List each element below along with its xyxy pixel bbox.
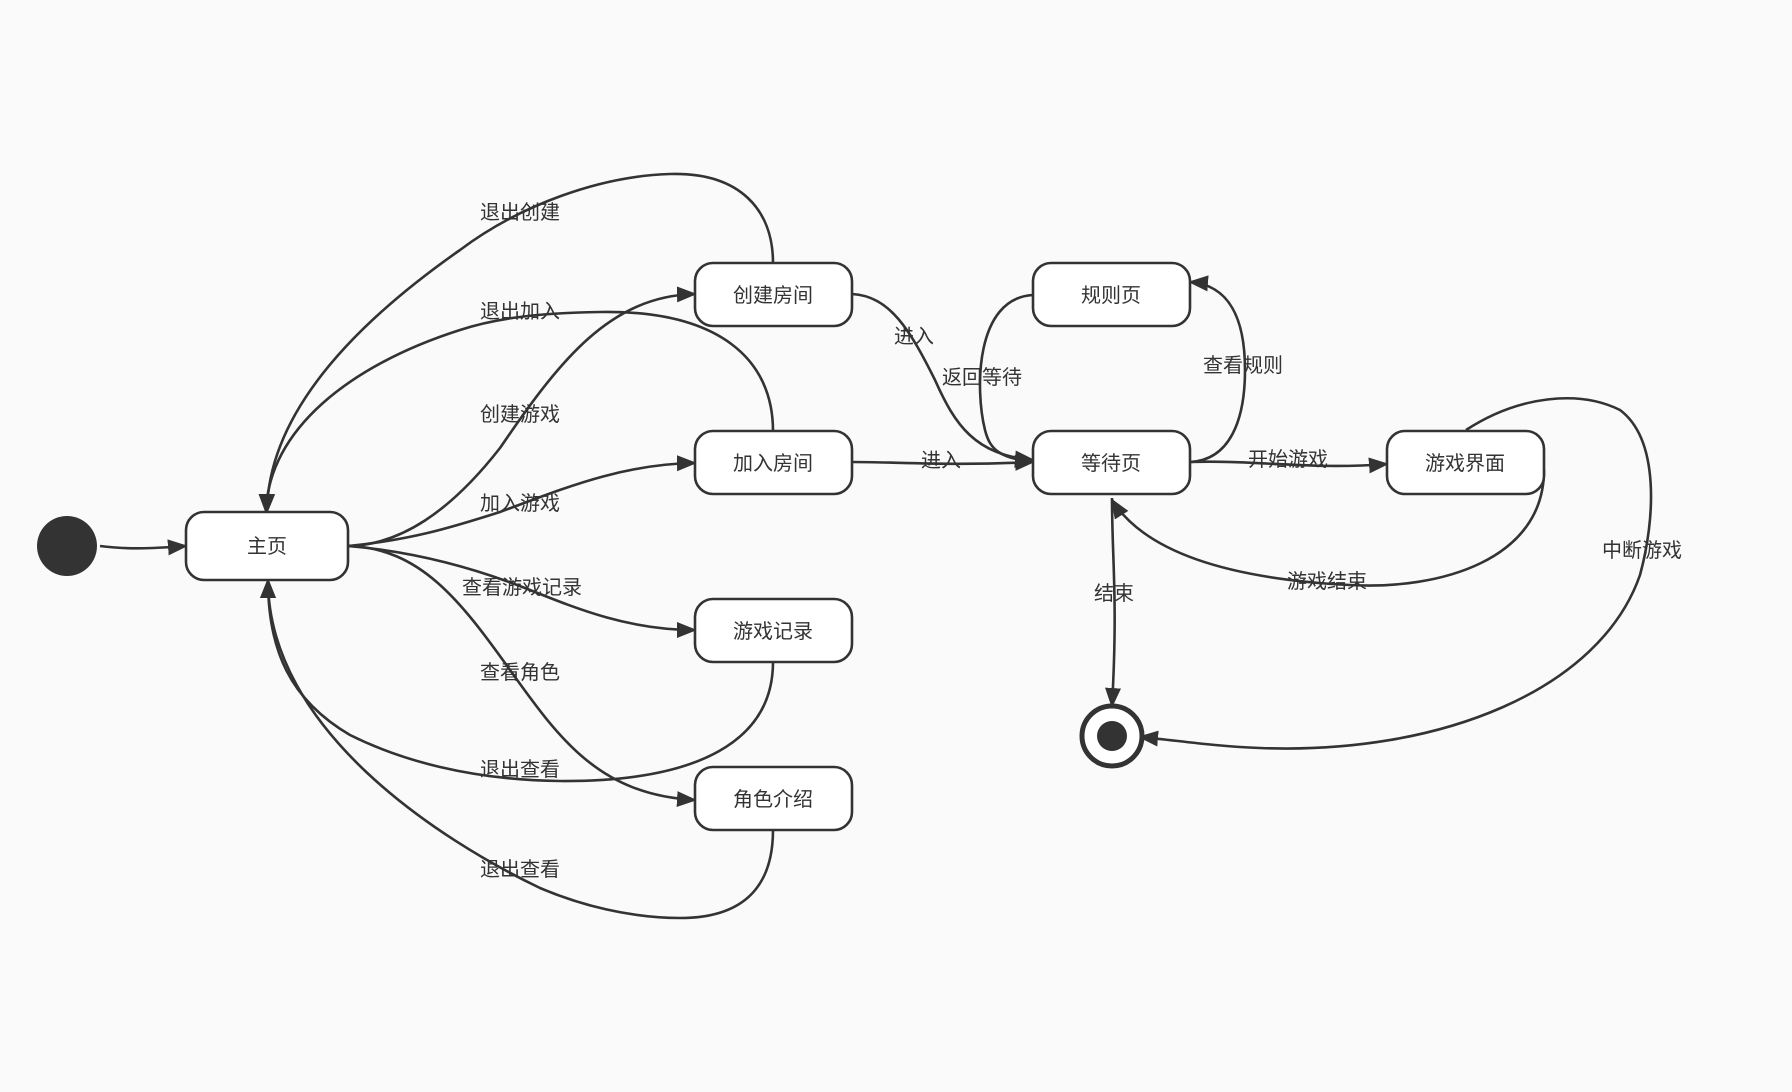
state-role-intro-label: 角色介绍 (733, 787, 813, 811)
edge-exit-view-records (260, 578, 775, 783)
label-exit-view-roles: 退出查看 (480, 857, 560, 881)
state-rules-page[interactable]: 规则页 (1031, 261, 1192, 328)
edge-enter-from-create (851, 292, 1035, 467)
final-state (1079, 703, 1145, 769)
edge-end (1105, 497, 1122, 708)
label-return-to-wait: 返回等待 (942, 365, 1022, 389)
edge-exit-join (258, 310, 775, 514)
edge-game-over (1110, 469, 1546, 587)
label-view-roles: 查看角色 (480, 660, 560, 684)
label-view-rules: 查看规则 (1203, 353, 1283, 377)
state-game-screen[interactable]: 游戏界面 (1385, 429, 1546, 496)
state-join-room[interactable]: 加入房间 (693, 429, 854, 496)
state-game-records[interactable]: 游戏记录 (693, 597, 854, 664)
edge-enter-from-join (851, 454, 1035, 471)
edge-view-roles (347, 544, 697, 808)
state-waiting-page[interactable]: 等待页 (1031, 429, 1192, 496)
label-create-game: 创建游戏 (480, 402, 560, 426)
edge-exit-view-roles (260, 578, 775, 920)
label-exit-join: 退出加入 (480, 299, 560, 323)
edge-return-to-wait (978, 293, 1035, 468)
state-rules-page-label: 规则页 (1081, 283, 1141, 307)
label-view-game-records: 查看游戏记录 (462, 575, 582, 599)
initial-state (37, 516, 97, 576)
edge-interrupt-game (1138, 397, 1653, 750)
state-game-screen-label: 游戏界面 (1425, 451, 1505, 475)
edge-create-game (347, 286, 697, 548)
edge-exit-create (259, 172, 775, 514)
state-create-room-label: 创建房间 (733, 283, 813, 307)
edge-view-game-records (347, 544, 697, 638)
edge-start-game (1189, 457, 1389, 474)
label-enter-from-join: 进入 (921, 448, 961, 472)
edge-view-rules (1188, 275, 1247, 464)
edge-initial-to-home (99, 539, 188, 556)
state-role-intro[interactable]: 角色介绍 (693, 765, 854, 832)
state-join-room-label: 加入房间 (733, 451, 813, 475)
label-enter-from-create: 进入 (894, 324, 934, 348)
state-home-label: 主页 (247, 534, 287, 558)
label-game-over: 游戏结束 (1287, 569, 1367, 593)
edge-labels: 退出创建 退出加入 创建游戏 加入游戏 查看游戏记录 查看角色 退出查看 退出查… (462, 200, 1682, 881)
state-create-room[interactable]: 创建房间 (693, 261, 854, 328)
edges (99, 172, 1653, 920)
label-exit-create: 退出创建 (480, 200, 560, 224)
state-waiting-page-label: 等待页 (1081, 451, 1141, 475)
label-join-game: 加入游戏 (480, 491, 560, 515)
state-game-records-label: 游戏记录 (733, 619, 813, 643)
state-home[interactable]: 主页 (184, 510, 350, 582)
label-start-game: 开始游戏 (1248, 447, 1328, 471)
label-exit-view-records: 退出查看 (480, 757, 560, 781)
label-interrupt-game: 中断游戏 (1602, 538, 1682, 562)
label-end: 结束 (1094, 581, 1134, 605)
edge-join-game (347, 455, 697, 548)
